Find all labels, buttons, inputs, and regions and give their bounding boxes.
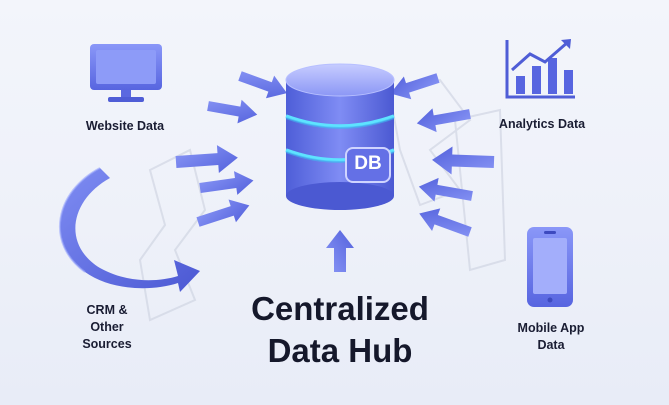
arrow-top-right-1	[390, 73, 440, 100]
arrow-top-left-1	[238, 71, 287, 99]
arrow-mid-left-2	[199, 171, 254, 195]
mobile-line-2: Data	[537, 337, 565, 352]
mobile-line-1: Mobile App	[517, 321, 585, 335]
crm-line-3: Sources	[82, 336, 132, 351]
monitor-icon	[90, 44, 162, 102]
analytics-data-label: Analytics Data	[498, 117, 586, 131]
crm-sources-label: CRM & Other Sources	[62, 302, 152, 353]
arrow-bottom	[326, 230, 354, 272]
incoming-arrows	[175, 71, 495, 272]
arrow-mid-right-2	[418, 177, 473, 202]
arrow-top-right-2	[416, 108, 471, 133]
phone-icon	[527, 227, 573, 307]
hub-title-line-1: Centralized	[251, 290, 429, 327]
bar-chart-trend-icon	[505, 39, 575, 99]
website-data-label: Website Data	[85, 119, 165, 133]
crm-line-1: CRM &	[86, 303, 128, 317]
arrow-low-left	[196, 199, 250, 227]
database-cylinder	[285, 63, 395, 210]
arrow-top-left-2	[207, 99, 258, 124]
crm-line-2: Other	[90, 319, 124, 334]
arrow-mid-right-1	[432, 146, 495, 175]
hub-title: Centralized Data Hub	[190, 288, 490, 371]
hub-title-line-2: Data Hub	[267, 331, 413, 369]
curved-arrow-icon	[59, 167, 200, 292]
db-badge-text: DB	[354, 153, 382, 174]
arrow-mid-left-1	[175, 145, 238, 174]
arrow-low-right	[419, 208, 472, 237]
mobile-app-data-label: Mobile App Data	[496, 320, 606, 354]
